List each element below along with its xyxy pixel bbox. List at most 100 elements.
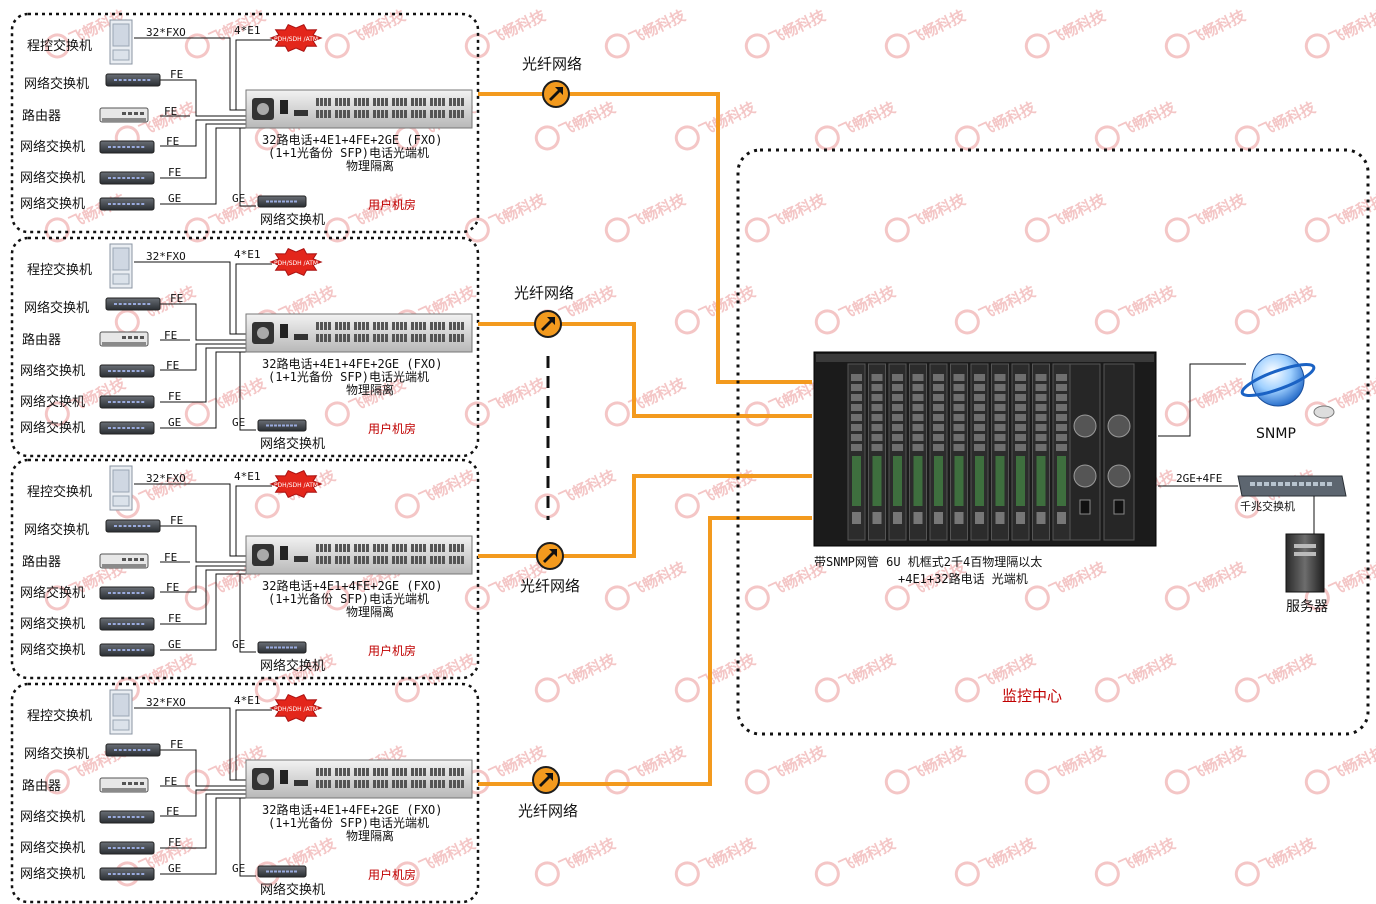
unit-rj-port <box>453 556 456 564</box>
unit-rj-port <box>461 556 464 564</box>
switch-led <box>117 401 121 403</box>
pbx-label: 程控交换机 <box>27 38 92 54</box>
card-rj-port <box>871 414 883 421</box>
card-rj-port <box>1035 394 1047 401</box>
watermark-text: 飞畅科技 <box>696 282 759 324</box>
fan-icon <box>1073 414 1097 438</box>
unit-rj-port <box>419 334 422 342</box>
fiber-network-icon <box>534 310 562 338</box>
unit-rj-port <box>354 98 357 106</box>
unit-rj-port <box>339 322 342 330</box>
unit-rj-port <box>354 768 357 776</box>
switch-led <box>112 816 116 818</box>
card-rj-port <box>912 374 924 381</box>
switch-led <box>108 401 111 403</box>
unit-rj-port <box>343 334 346 342</box>
switch-led <box>127 177 130 179</box>
unit-rj-port <box>324 780 327 788</box>
watermark-text: 飞畅科技 <box>976 834 1039 876</box>
watermark-logo <box>814 861 840 887</box>
unit-rj-port <box>358 544 361 552</box>
unit-rj-port <box>442 110 445 118</box>
unit-rj-port <box>438 98 441 106</box>
badge-burst <box>269 694 323 722</box>
switch-led <box>122 592 126 594</box>
unit-power-knob <box>257 773 269 785</box>
site-boundary <box>10 236 480 458</box>
watermark-logo <box>884 217 910 243</box>
ge-port-label: GE <box>168 862 181 875</box>
unit-rj-port <box>347 556 350 564</box>
watermark-stamp: 飞畅科技 <box>1234 650 1319 703</box>
unit-rj-port <box>453 98 456 106</box>
e1-link <box>235 709 248 780</box>
router-port <box>128 558 132 561</box>
fe-port-label: FE <box>170 738 183 751</box>
unit-rj-port <box>400 556 403 564</box>
card-led-strip <box>872 456 882 506</box>
unit-rj-port <box>366 334 369 342</box>
ge-link-2 <box>239 797 256 877</box>
watermark-logo <box>464 585 490 611</box>
globe-body <box>1251 353 1305 407</box>
gig-switch-port <box>1271 482 1276 486</box>
watermark-logo <box>324 217 350 243</box>
unit-console <box>294 556 308 562</box>
watermark-text: 飞畅科技 <box>1046 190 1109 232</box>
unit-rj-port <box>423 334 426 342</box>
router-icon <box>99 553 149 569</box>
switch-led <box>122 427 126 429</box>
switch-led <box>117 427 121 429</box>
unit-rj-port <box>320 556 323 564</box>
unit-rj-port <box>442 334 445 342</box>
switch-icon <box>257 195 307 208</box>
card-rj-port <box>974 384 985 391</box>
router-label: 路由器 <box>22 332 61 348</box>
card-led-strip <box>1016 456 1025 506</box>
switch-led <box>136 401 140 403</box>
card-rj-port <box>974 434 985 441</box>
card-rj-port <box>1015 394 1026 401</box>
unit-rj-port <box>373 768 376 776</box>
watermark-stamp: 飞畅科技 <box>954 98 1039 151</box>
fan-icon <box>1073 464 1097 488</box>
switch-icon <box>99 421 155 435</box>
unit-rj-port <box>434 556 437 564</box>
watermark-logo <box>1304 769 1330 795</box>
unit-rj-port <box>438 110 441 118</box>
switch-led <box>112 146 116 148</box>
card-sfp <box>954 512 964 524</box>
watermark-text: 飞畅科技 <box>836 650 899 692</box>
card-rj-port <box>871 374 883 381</box>
card-led-strip <box>934 456 943 506</box>
fe-port-label: FE <box>166 359 179 372</box>
card-sfp <box>995 512 1005 524</box>
watermark-stamp: 飞畅科技 <box>534 466 619 519</box>
unit-rj-port <box>411 768 414 776</box>
unit-rj-port <box>442 780 445 788</box>
unit-rj-port <box>392 544 395 552</box>
switch-led <box>282 870 285 873</box>
server-icon <box>1285 533 1325 593</box>
switch-led <box>294 646 297 649</box>
unit-rj-port <box>320 322 323 330</box>
card-rj-port <box>892 434 903 441</box>
switch-led <box>294 870 297 873</box>
card-rj-port <box>912 384 924 391</box>
switch-label: 网络交换机 <box>20 809 85 825</box>
unit-rj-port <box>354 544 357 552</box>
unit-rj-port <box>430 544 433 552</box>
unit-rj-port <box>385 768 388 776</box>
watermark-logo <box>884 769 910 795</box>
fe-link-3 <box>160 119 246 147</box>
watermark-text: 飞畅科技 <box>626 190 689 232</box>
link-label: 2GE+4FE <box>1176 472 1222 485</box>
chassis-desc-2: +4E1+32路电话 光端机 <box>898 571 1028 586</box>
unit-rj-port <box>381 322 384 330</box>
unit-desc-1: 32路电话+4E1+4FE+2GE (FXO) <box>262 132 443 147</box>
unit-rj-port <box>404 334 407 342</box>
unit-rj-port <box>457 334 460 342</box>
fxo-port-label: 32*FXO <box>146 472 186 485</box>
watermark-text: 飞畅科技 <box>766 6 829 48</box>
unit-rj-port <box>366 98 369 106</box>
